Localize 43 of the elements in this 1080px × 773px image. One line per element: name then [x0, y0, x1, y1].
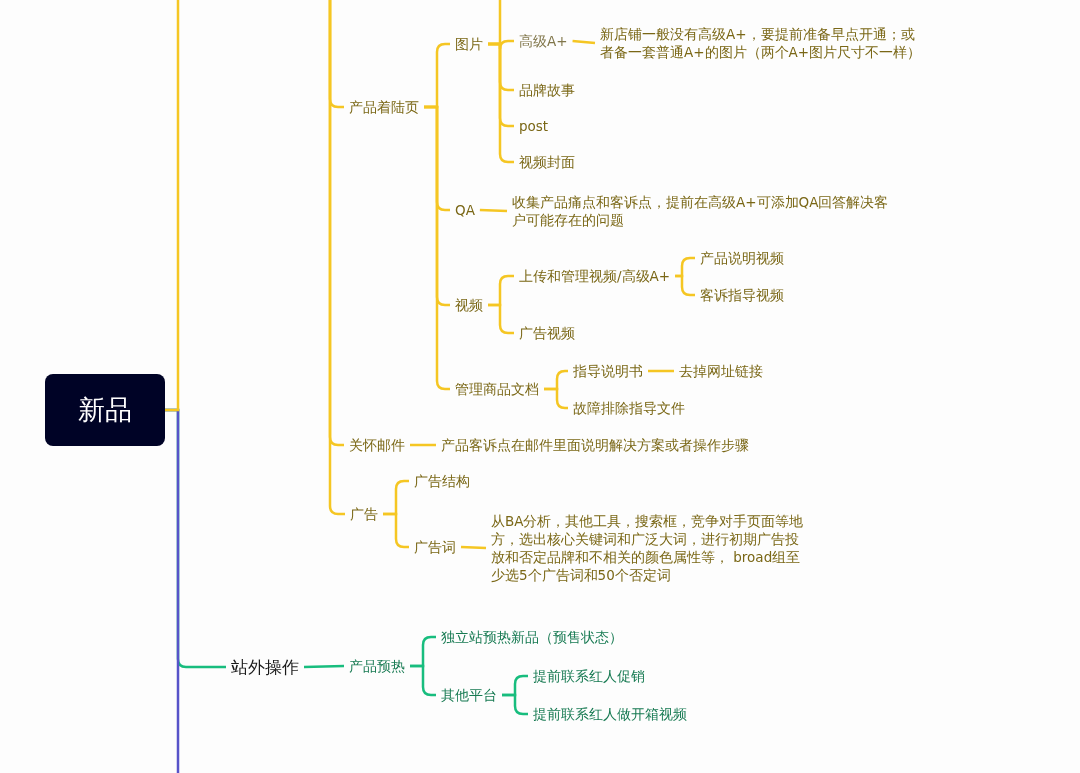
topic-text: 客诉指导视频: [700, 286, 784, 304]
note-text: 收集产品痛点和客诉点，提前在高级A+可添加QA回答解决客户可能存在的问题: [512, 193, 897, 229]
connector-line: [328, 0, 344, 109]
topic-text: 广告视频: [519, 324, 575, 342]
topic-text: 站外操作: [231, 658, 299, 676]
topic-text: 故障排除指导文件: [573, 399, 685, 417]
topic-text: post: [519, 117, 549, 135]
topic-text: 管理商品文档: [455, 380, 539, 398]
note-text: 从BA分析，其他工具，搜索框，竞争对手页面等地方，选出核心关键词和广泛大词，进行初期广告投放和否定品牌和不相关的颜色属性等， broad组至少选5个广告词和50个否定词: [491, 512, 809, 584]
topic-text: 产品预热: [349, 657, 405, 675]
connector-line: [303, 664, 345, 669]
topic-text: QA: [455, 201, 475, 219]
topic-text: 高级A+: [519, 32, 568, 50]
topic-text: 其他平台: [441, 686, 497, 704]
connector-line: [648, 369, 674, 373]
topic-text: 视频: [455, 296, 483, 314]
topic-text: 广告: [350, 505, 378, 523]
note-text: 产品客诉点在邮件里面说明解决方案或者操作步骤: [441, 436, 749, 454]
connector-line: [460, 545, 487, 550]
note-text: 新店铺一般没有高级A+，要提前准备早点开通；或者备一套普通A+的图片（两个A+图片尺寸不一样）: [600, 25, 922, 61]
topic-text: 去掉网址链接: [679, 362, 763, 380]
connector-line: [675, 256, 695, 278]
connector-line: [410, 443, 436, 447]
topic-text: 图片: [455, 35, 483, 53]
topic-text: 产品着陆页: [349, 98, 419, 116]
topic-text: 指导说明书: [573, 362, 643, 380]
topic-text: 提前联系红人促销: [533, 667, 645, 685]
topic-text: 产品说明视频: [700, 249, 784, 267]
topic-text: 上传和管理视频/高级A+: [519, 267, 671, 285]
root-topic-box: 新品: [45, 374, 165, 446]
topic-text: 广告词: [414, 538, 456, 556]
connector-line: [165, 0, 180, 412]
topic-text: 品牌故事: [519, 81, 575, 99]
topic-text: 关怀邮件: [349, 436, 405, 454]
topic-text: 广告结构: [414, 472, 470, 490]
connector-line: [544, 369, 568, 391]
topic-text: 提前联系红人做开箱视频: [533, 705, 687, 723]
connector-line: [479, 208, 508, 213]
connector-line: [488, 0, 502, 46]
topic-text: 独立站预热新品（预售状态）: [441, 628, 623, 646]
connector-line: [502, 674, 528, 697]
topic-text: 视频封面: [519, 153, 575, 171]
connector-line: [572, 39, 596, 45]
